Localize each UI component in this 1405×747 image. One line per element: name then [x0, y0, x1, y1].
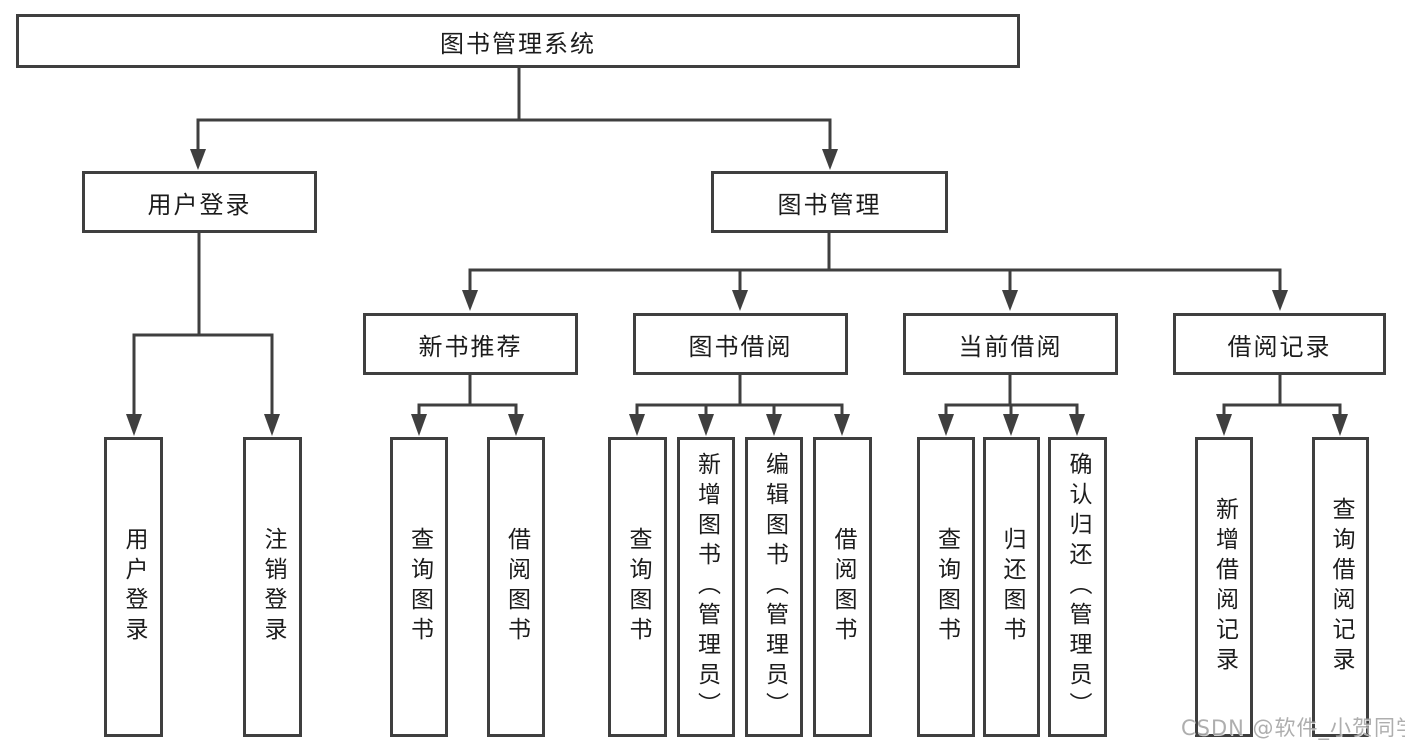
node-new-book-recommend: 新书推荐	[363, 313, 578, 375]
leaf-borrowing-borrow-book: 借阅图书	[813, 437, 872, 737]
leaf-current-confirm-return-label: 确认归还（管理员）	[1065, 452, 1091, 722]
leaf-borrowing-query-book: 查询图书	[608, 437, 667, 737]
leaf-logout: 注销登录	[243, 437, 302, 737]
leaf-newrec-borrow-book-label: 借阅图书	[503, 527, 530, 647]
csdn-watermark: CSDN @软件_小贺同学	[1181, 716, 1405, 740]
node-current-borrowing: 当前借阅	[903, 313, 1118, 375]
leaf-newrec-query-book: 查询图书	[390, 437, 448, 737]
node-book-borrowing: 图书借阅	[633, 313, 848, 375]
node-borrow-records: 借阅记录	[1173, 313, 1386, 375]
leaf-user-login: 用户登录	[104, 437, 163, 737]
leaf-records-add-record-label: 新增借阅记录	[1211, 497, 1238, 677]
leaf-borrowing-add-book: 新增图书（管理员）	[677, 437, 735, 737]
leaf-current-return-book-label: 归还图书	[999, 527, 1025, 647]
node-root-system: 图书管理系统	[16, 14, 1020, 68]
node-user-login: 用户登录	[82, 171, 317, 233]
leaf-current-query-book: 查询图书	[917, 437, 975, 737]
leaf-current-confirm-return: 确认归还（管理员）	[1048, 437, 1107, 737]
leaf-records-add-record: 新增借阅记录	[1195, 437, 1253, 737]
leaf-logout-label: 注销登录	[260, 527, 286, 647]
leaf-borrowing-add-book-label: 新增图书（管理员）	[693, 452, 720, 722]
leaf-borrowing-borrow-book-label: 借阅图书	[830, 527, 856, 647]
leaf-current-return-book: 归还图书	[983, 437, 1040, 737]
leaf-newrec-query-book-label: 查询图书	[406, 527, 433, 647]
leaf-borrowing-query-book-label: 查询图书	[625, 527, 651, 647]
leaf-borrowing-edit-book: 编辑图书（管理员）	[745, 437, 803, 737]
leaf-borrowing-edit-book-label: 编辑图书（管理员）	[761, 452, 788, 722]
leaf-records-query-record-label: 查询借阅记录	[1328, 497, 1354, 677]
leaf-user-login-label: 用户登录	[121, 527, 147, 647]
node-book-management: 图书管理	[711, 171, 948, 233]
leaf-newrec-borrow-book: 借阅图书	[487, 437, 545, 737]
leaf-records-query-record: 查询借阅记录	[1312, 437, 1369, 737]
leaf-current-query-book-label: 查询图书	[933, 527, 960, 647]
